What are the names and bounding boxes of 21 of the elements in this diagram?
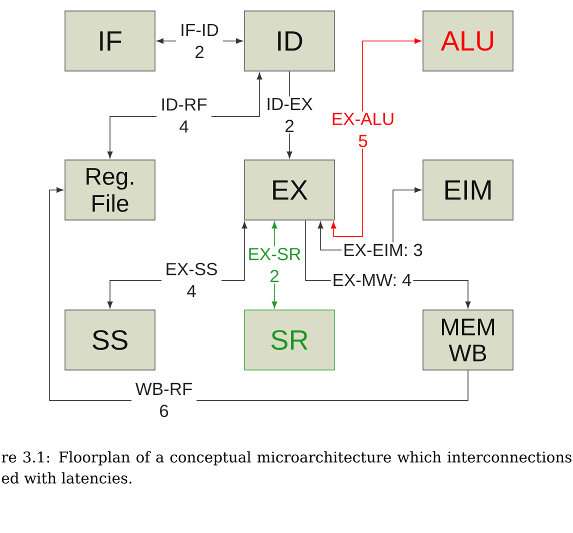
edge-label: EX-EIM: 3 — [342, 242, 424, 258]
unit-box: IF — [64, 10, 156, 72]
caption: re 3.1: Floorplan of a conceptual microarchitecture which interconnections ed with latencies. — [2, 451, 572, 484]
arrow — [49, 187, 468, 401]
edge-label: EX-SS 4 — [162, 261, 222, 299]
unit-box: MEM WB — [422, 310, 514, 370]
unit-box: SS — [64, 310, 156, 370]
edge-label: EX-SR 2 — [246, 246, 303, 284]
double-headed-arrow — [330, 38, 422, 237]
edge-label: ID-RF 4 — [156, 96, 212, 134]
edge-label: IF-ID 2 — [176, 22, 223, 60]
edge-label: EX-ALU 5 — [328, 111, 398, 149]
unit-box: ID — [244, 10, 335, 72]
unit-box: EIM — [422, 160, 514, 220]
edge-label: EX-MW: 4 — [330, 272, 414, 288]
unit-box: Reg. File — [64, 160, 156, 220]
unit-box: SR — [244, 310, 335, 370]
unit-box: ALU — [422, 10, 514, 72]
unit-box: EX — [244, 160, 335, 220]
edge-label: ID-EX 2 — [262, 96, 317, 134]
edge-label: WB-RF 6 — [132, 381, 196, 419]
